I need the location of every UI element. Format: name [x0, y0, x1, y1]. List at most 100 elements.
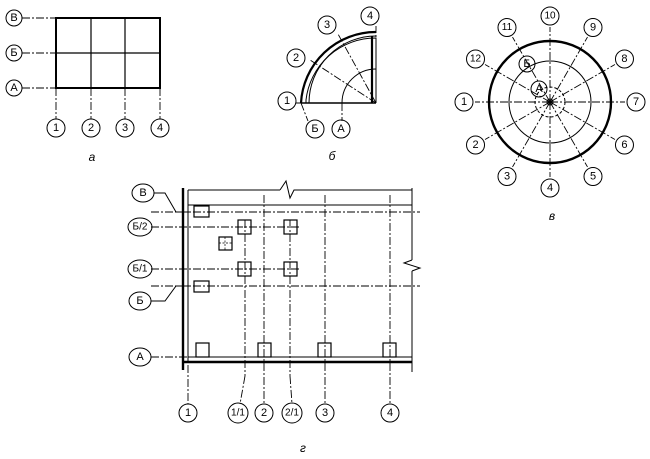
axis-bubble-g-col-1-1	[227, 402, 249, 424]
axis-bubble-g-col-3	[315, 403, 335, 423]
axis-label-v-ring-a: А	[535, 83, 543, 95]
radial-axis-line-6	[549, 101, 616, 140]
axis-label-b-arc-a: А	[337, 123, 345, 135]
axis-bubble-v-ring-a	[530, 80, 548, 98]
axis-bubble-b-4	[360, 6, 380, 26]
axis-bubble-b-arc-a	[331, 119, 351, 139]
axis-label-v-9: 9	[590, 22, 596, 34]
axis-bubble-a-col-2	[81, 118, 101, 138]
axis-bubble-a-col-1	[46, 118, 66, 138]
axis-label-g-row-b: Б	[136, 295, 143, 307]
axis-bubble-v-10	[540, 6, 560, 26]
axis-label-v-11: 11	[502, 22, 513, 33]
column-b1-1	[237, 261, 252, 277]
column-b2-2	[283, 219, 298, 235]
axis-label-b-arc-b: Б	[311, 123, 318, 135]
column-a-2	[257, 342, 272, 358]
axis-bubble-a-col-3	[115, 118, 135, 138]
column-wall-v	[193, 205, 210, 218]
axis-bubble-v-11	[497, 18, 517, 38]
axis-bubble-g-row-a	[128, 347, 152, 367]
axis-label-v-2: 2	[472, 139, 478, 151]
axis-label-a-row-a: А	[10, 82, 18, 94]
axis-label-g-row-a: А	[136, 351, 144, 363]
columns	[193, 205, 397, 358]
axis-bubble-g-row-b2	[127, 217, 153, 237]
axis-label-g-col-2-1: 2/1	[285, 408, 299, 419]
axis-bubble-b-1	[277, 91, 297, 111]
caption-a: а	[89, 150, 96, 164]
radial-axis-line-5	[549, 101, 588, 168]
axis-label-a-row-b: Б	[10, 47, 17, 59]
axis-label-v-12: 12	[470, 54, 482, 65]
radial-axes	[475, 27, 625, 177]
axis-label-a-row-v: В	[10, 12, 17, 24]
column-small	[218, 236, 233, 251]
axis-label-g-col-1-1: 1/1	[231, 408, 245, 419]
axis-label-b-1: 1	[284, 95, 290, 107]
caption-v: в	[549, 209, 555, 223]
axis-label-a-col-4: 4	[157, 122, 163, 134]
axis-bubble-g-col-1	[178, 403, 198, 423]
axis-bubble-a-col-4	[150, 118, 170, 138]
outer-wall-arc	[299, 30, 377, 104]
axis-label-v-10: 10	[544, 11, 556, 22]
axis-bubble-g-col-2	[254, 403, 274, 423]
axis-bubble-g-col-2-1	[281, 402, 303, 424]
axis-bubble-g-col-4	[380, 403, 400, 423]
axis-bubble-b-arc-b	[305, 119, 325, 139]
axis-label-g-col-4: 4	[387, 407, 393, 419]
axis-bubble-v-2	[466, 135, 486, 155]
axis-label-b-2: 2	[293, 52, 299, 64]
axis-bubble-v-4	[540, 178, 560, 198]
column-b2-1	[237, 219, 252, 235]
axis-label-g-col-2: 2	[261, 407, 267, 419]
axis-bubble-v-9	[583, 18, 603, 38]
axis-bubble-v-5	[583, 166, 603, 186]
caption-b: б	[329, 149, 337, 163]
axis-bubble-v-6	[614, 135, 634, 155]
axis-label-b-3: 3	[324, 19, 330, 31]
column-a-1	[195, 342, 210, 358]
ring-b	[508, 60, 592, 144]
axis-label-v-ring-b: Б	[523, 58, 530, 70]
column-b1-2	[283, 261, 298, 277]
axis-label-a-col-1: 1	[53, 122, 59, 134]
axis-bubble-v-12	[466, 49, 486, 69]
axis-bubble-v-7	[626, 92, 646, 112]
axis-bubble-v-3	[497, 166, 517, 186]
axis-bubble-v-1	[454, 92, 474, 112]
radial-axis-line-12	[484, 64, 551, 103]
axis-bubble-v-ring-b	[518, 55, 536, 73]
axis-bubble-a-row-a	[5, 79, 23, 97]
radial-axis-line-3	[512, 101, 551, 168]
axis-label-g-col-1: 1	[185, 407, 191, 419]
axis-label-g-row-b2: Б/2	[133, 222, 148, 233]
axis-label-g-row-b1: Б/1	[133, 264, 148, 275]
axis-label-a-col-3: 3	[122, 122, 128, 134]
axis-label-a-col-2: 2	[88, 122, 94, 134]
axis-label-v-6: 6	[621, 139, 627, 151]
axis-label-v-1: 1	[461, 96, 467, 108]
axis-bubble-v-8	[614, 49, 634, 69]
caption-g: г	[300, 441, 306, 455]
diagram-b: 1 2 3 4 Б А б	[277, 6, 380, 163]
axis-bubble-b-2	[286, 48, 306, 68]
column-a-4	[382, 342, 397, 358]
axis-label-g-row-v: В	[139, 187, 146, 199]
radial-axis-line-2	[484, 101, 551, 140]
axis-label-v-8: 8	[621, 53, 627, 65]
axis-bubble-a-row-v	[5, 9, 23, 27]
radial-axis-line-9	[549, 36, 588, 103]
radial-axis-line-8	[549, 64, 616, 103]
column-a-3	[317, 342, 332, 358]
axis-label-b-4: 4	[367, 10, 373, 22]
break-line-top	[279, 179, 412, 200]
axis-label-v-7: 7	[633, 96, 639, 108]
axis-label-v-3: 3	[504, 170, 510, 182]
axis-label-v-4: 4	[547, 182, 553, 194]
diagram-a: В Б А 1 2 3 4 а	[5, 9, 170, 164]
axis-bubble-g-row-b1	[127, 259, 153, 279]
